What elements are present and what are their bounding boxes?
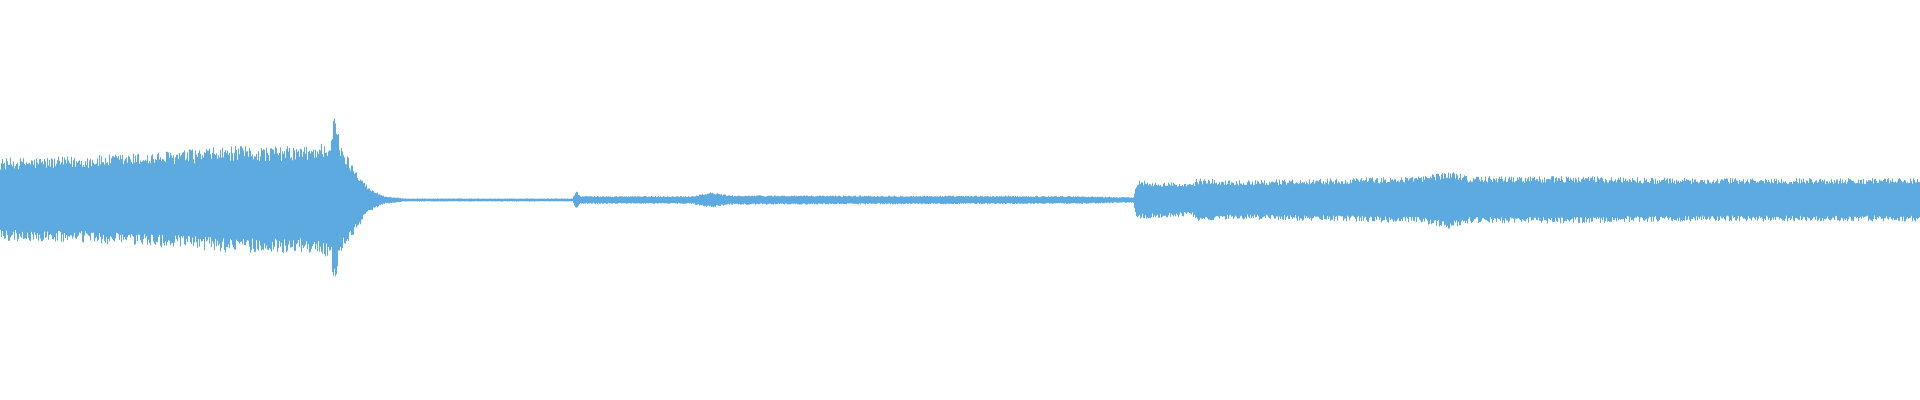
waveform-samples [0, 118, 1920, 277]
waveform-trace [0, 118, 1920, 277]
